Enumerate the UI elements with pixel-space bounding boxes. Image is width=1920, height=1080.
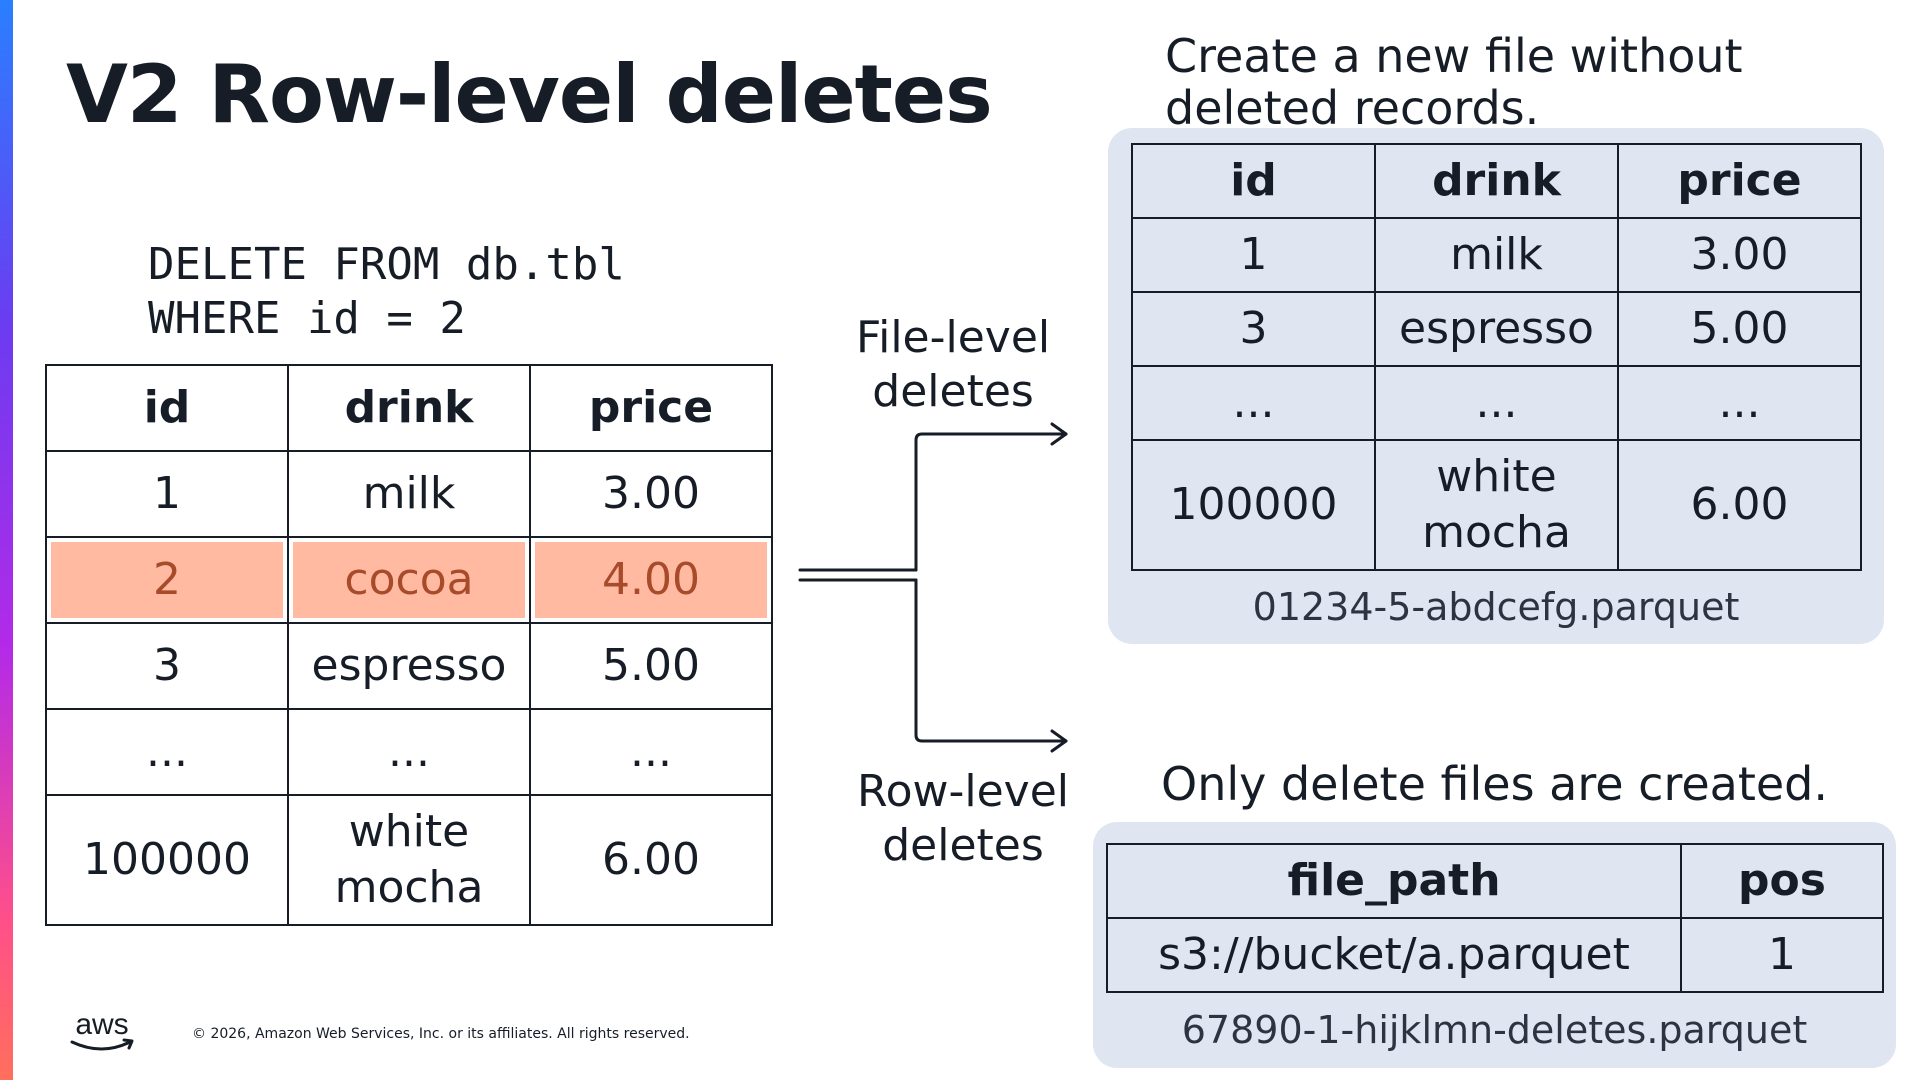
table-row: 3 espresso 5.00	[1131, 291, 1862, 367]
table-cell: espresso	[287, 622, 531, 710]
table-cell: ...	[45, 708, 289, 796]
table-cell: 1	[1131, 217, 1376, 293]
file-level-deletes-label: File-level deletes	[856, 312, 1051, 417]
upper-arrowhead	[1050, 422, 1068, 446]
accent-bar	[0, 0, 13, 1080]
table-cell: white mocha	[1374, 439, 1619, 571]
table-cell: 100000	[1131, 439, 1376, 571]
table-cell: espresso	[1374, 291, 1619, 367]
lower-arrowhead	[1050, 729, 1068, 753]
file-level-caption: Create a new file without deleted record…	[1165, 29, 1743, 135]
header-cell: price	[1617, 143, 1862, 219]
page-title: V2 Row-level deletes	[66, 48, 993, 141]
header-cell: id	[1131, 143, 1376, 219]
upper-branch-line	[914, 432, 1068, 572]
table-cell: 1	[45, 450, 289, 538]
row-level-caption: Only delete files are created.	[1160, 757, 1829, 811]
header-cell: price	[529, 364, 773, 452]
sql-line-1: DELETE FROM db.tbl	[148, 239, 625, 290]
table-header-row: file_path pos	[1106, 843, 1884, 919]
table-row: 3 espresso 5.00	[45, 622, 773, 710]
table-row: 1 milk 3.00	[1131, 217, 1862, 293]
lower-branch-line	[914, 578, 1068, 743]
table-cell: 3.00	[529, 450, 773, 538]
table-cell: ...	[529, 708, 773, 796]
table-cell: 3.00	[1617, 217, 1862, 293]
table-cell: 5.00	[1617, 291, 1862, 367]
table-row: 1 milk 3.00	[45, 450, 773, 538]
table-row: 100000 white mocha 6.00	[45, 794, 773, 926]
table-cell: milk	[1374, 217, 1619, 293]
copyright-notice: © 2026, Amazon Web Services, Inc. or its…	[192, 1026, 690, 1042]
table-cell: milk	[287, 450, 531, 538]
table-header-row: id drink price	[45, 364, 773, 452]
header-cell: drink	[1374, 143, 1619, 219]
row-level-deletes-label: Row-level deletes	[857, 766, 1070, 871]
source-table: id drink price 1 milk 3.00 2 cocoa 4.00 …	[45, 364, 773, 926]
table-cell: white mocha	[287, 794, 531, 926]
header-cell: id	[45, 364, 289, 452]
table-cell: ...	[1374, 365, 1619, 441]
table-row: s3://bucket/a.parquet 1	[1106, 917, 1884, 993]
table-cell: s3://bucket/a.parquet	[1106, 917, 1682, 993]
table-cell: ...	[1131, 365, 1376, 441]
header-cell: drink	[287, 364, 531, 452]
deleted-table-row: 2 cocoa 4.00	[45, 536, 773, 624]
table-row: ... ... ...	[1131, 365, 1862, 441]
table-cell: 2	[45, 536, 289, 624]
rewritten-file-table: id drink price 1 milk 3.00 3 espresso 5.…	[1131, 143, 1862, 571]
table-cell: 6.00	[529, 794, 773, 926]
table-cell: 100000	[45, 794, 289, 926]
aws-logo: aws	[70, 1008, 134, 1051]
branch-arrows	[798, 422, 1068, 753]
table-cell: 3	[1131, 291, 1376, 367]
table-row: ... ... ...	[45, 708, 773, 796]
table-cell: 6.00	[1617, 439, 1862, 571]
table-cell: ...	[1617, 365, 1862, 441]
table-header-row: id drink price	[1131, 143, 1862, 219]
table-cell: 3	[45, 622, 289, 710]
delete-filename: 67890-1-hijklmn-deletes.parquet	[1181, 1008, 1808, 1052]
table-cell: cocoa	[287, 536, 531, 624]
header-cell: pos	[1680, 843, 1884, 919]
aws-logo-text: aws	[75, 1008, 128, 1041]
sql-statement: DELETE FROM db.tbl WHERE id = 2	[148, 238, 625, 346]
sql-line-2: WHERE id = 2	[148, 293, 466, 344]
table-cell: ...	[287, 708, 531, 796]
header-cell: file_path	[1106, 843, 1682, 919]
table-cell: 1	[1680, 917, 1884, 993]
rewritten-filename: 01234-5-abdcefg.parquet	[1252, 585, 1740, 629]
delete-file-table: file_path pos s3://bucket/a.parquet 1	[1106, 843, 1884, 993]
table-row: 100000 white mocha 6.00	[1131, 439, 1862, 571]
table-cell: 5.00	[529, 622, 773, 710]
table-cell: 4.00	[529, 536, 773, 624]
